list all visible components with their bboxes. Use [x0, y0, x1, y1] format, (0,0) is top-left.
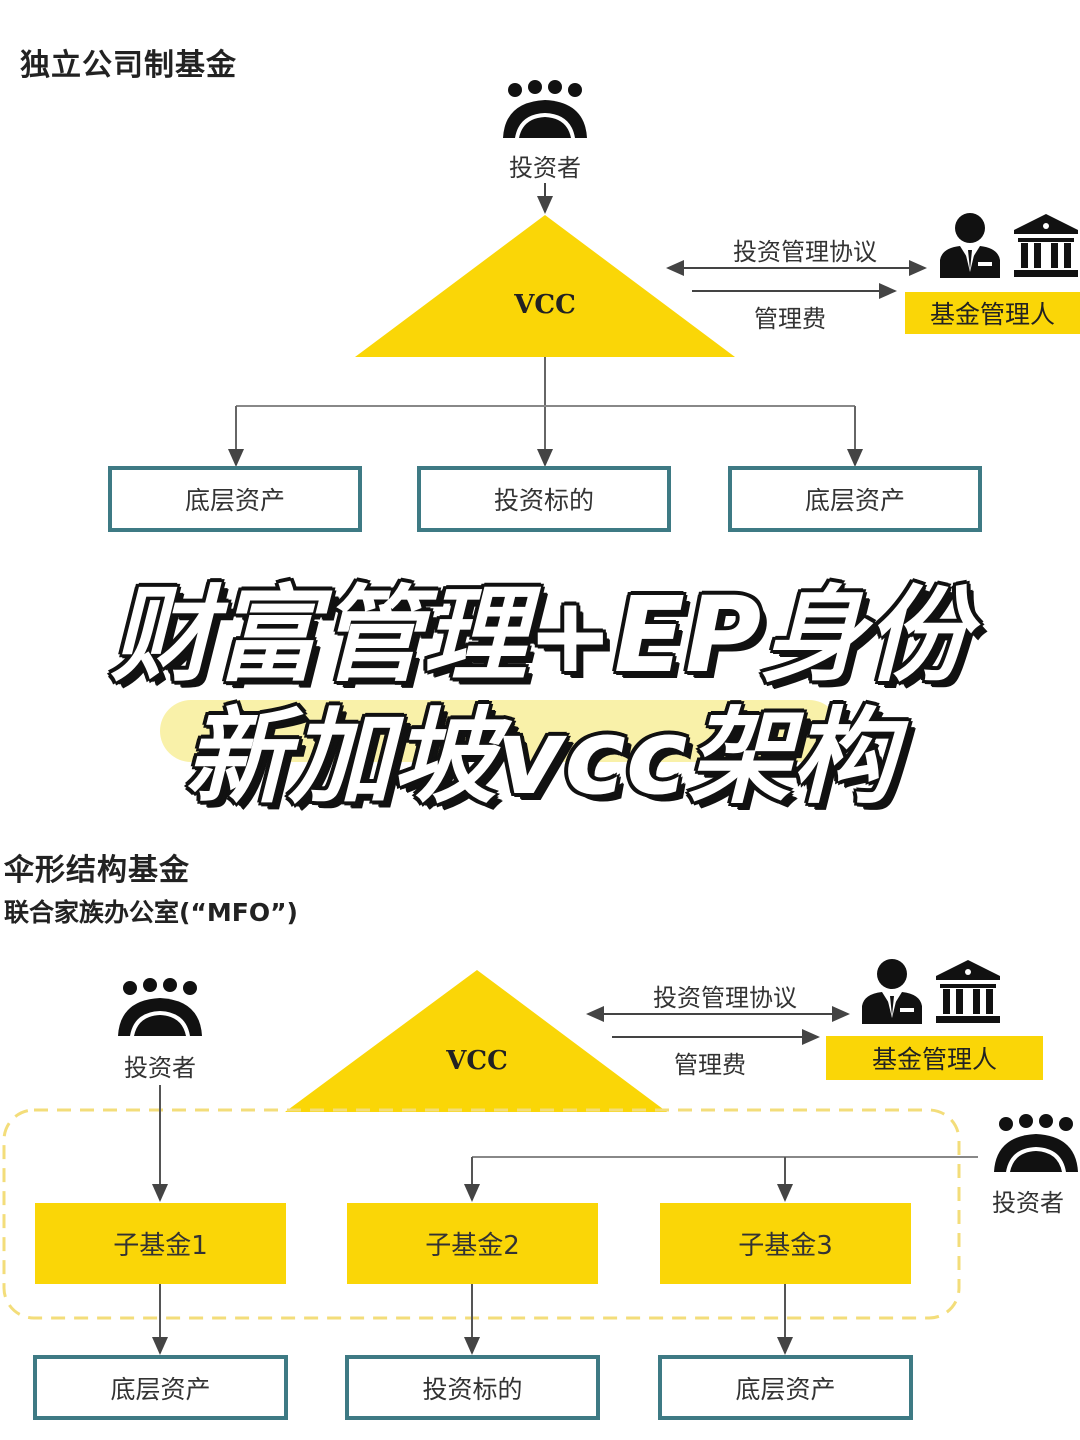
manager-person-icon [938, 212, 1002, 282]
investor-label-top: 投资者 [509, 154, 581, 182]
investor-label-right: 投资者 [992, 1189, 1064, 1217]
asset-box-bottom-2: 投资标的 [345, 1355, 600, 1420]
asset-box-top-3: 底层资产 [728, 466, 982, 532]
subfund-3: 子基金3 [660, 1203, 911, 1284]
section-title-bottom: 伞形结构基金 [4, 853, 190, 888]
vcc-triangle-bottom [285, 970, 667, 1112]
asset-box-top-2: 投资标的 [417, 466, 671, 532]
fee-label-bottom: 管理费 [674, 1051, 746, 1079]
agreement-label-bottom: 投资管理协议 [653, 984, 797, 1012]
fee-label-top: 管理费 [754, 305, 826, 333]
umbrella-boundary [2, 1108, 961, 1320]
investors-group-icon [503, 80, 587, 144]
vcc-label-bottom: VCC [446, 1046, 508, 1076]
asset-box-bottom-1: 底层资产 [33, 1355, 288, 1420]
fund-manager-box-top: 基金管理人 [905, 292, 1080, 334]
bank-building-icon-bottom [934, 958, 1002, 1028]
vcc-triangle-top [355, 215, 735, 357]
section-title-top: 独立公司制基金 [20, 48, 237, 83]
fund-manager-box-bottom: 基金管理人 [826, 1036, 1043, 1080]
section-subtitle-bottom: 联合家族办公室(“MFO”) [4, 898, 298, 927]
manager-person-icon-bottom [860, 958, 924, 1028]
asset-box-bottom-3: 底层资产 [658, 1355, 913, 1420]
subfund-1: 子基金1 [35, 1203, 286, 1284]
subfund-2: 子基金2 [347, 1203, 598, 1284]
investors-group-icon-right [994, 1114, 1078, 1178]
investor-label-left: 投资者 [124, 1054, 196, 1082]
investors-group-icon-left [118, 978, 202, 1042]
banner-line-1: 财富管理+EP身份 [110, 574, 970, 696]
banner-highlight [160, 700, 840, 762]
banner-line-2: 新加坡vcc架构 [184, 696, 896, 818]
asset-box-top-1: 底层资产 [108, 466, 362, 532]
vcc-label-top: VCC [514, 290, 576, 320]
bank-building-icon [1012, 212, 1080, 282]
agreement-label-top: 投资管理协议 [733, 238, 877, 266]
